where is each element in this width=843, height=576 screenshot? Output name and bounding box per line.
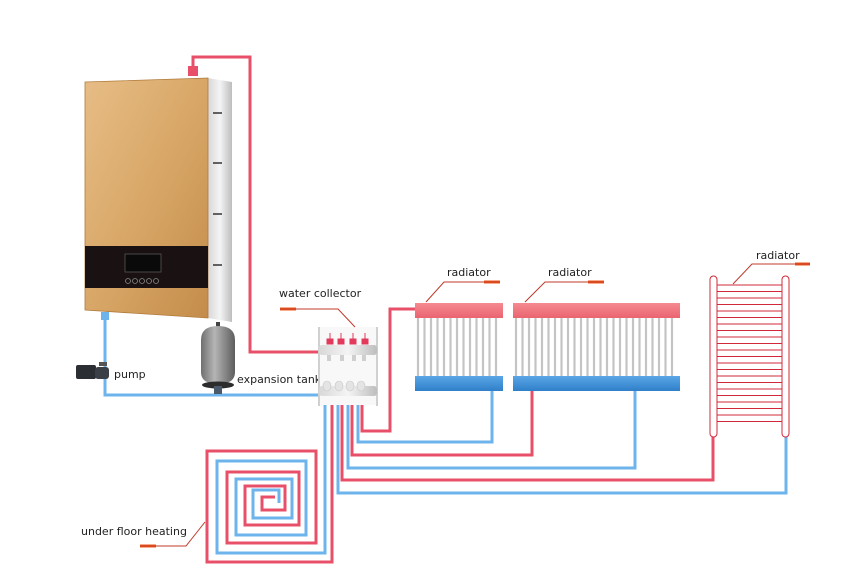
radiator-3-supply-pipe — [340, 400, 715, 482]
radiator-2-return-pipe — [346, 391, 637, 470]
radiator-2-supply-pipe — [350, 391, 534, 457]
radiator-3 — [709, 275, 790, 438]
radiator-1-return-pipe — [356, 391, 494, 444]
expansion-tank-icon — [201, 322, 235, 394]
under-floor-cold-loop — [215, 400, 327, 555]
radiator-1-supply-pipe — [360, 307, 415, 433]
water-collector — [318, 327, 378, 406]
boiler-control-buttons[interactable] — [125, 278, 159, 284]
electric-boiler — [84, 66, 232, 322]
under-floor-heating-label: under floor heating — [81, 525, 187, 538]
radiator-1-leader — [425, 281, 500, 303]
radiator-3-return-pipe — [336, 400, 788, 495]
radiator-2 — [513, 303, 680, 391]
radiator-1-label: radiator — [447, 266, 491, 279]
boiler-return-pipe — [103, 318, 320, 397]
collector-valve-icons — [326, 333, 369, 345]
radiator-2-label: radiator — [548, 266, 592, 279]
pump-label: pump — [114, 368, 146, 381]
radiator-2-leader — [524, 281, 604, 303]
pump-icon — [76, 362, 109, 379]
boiler-supply-pipe — [191, 55, 320, 354]
expansion-tank-label: expansion tank — [237, 373, 322, 386]
under-floor-hot-loop — [205, 400, 334, 564]
radiator-3-leader — [732, 263, 810, 285]
radiator-1 — [415, 303, 503, 391]
water-collector-label: water collector — [279, 287, 362, 300]
under-floor-leader — [140, 521, 206, 547]
water-collector-leader — [280, 308, 356, 328]
boiler-display — [124, 253, 162, 273]
radiator-3-label: radiator — [756, 249, 800, 262]
